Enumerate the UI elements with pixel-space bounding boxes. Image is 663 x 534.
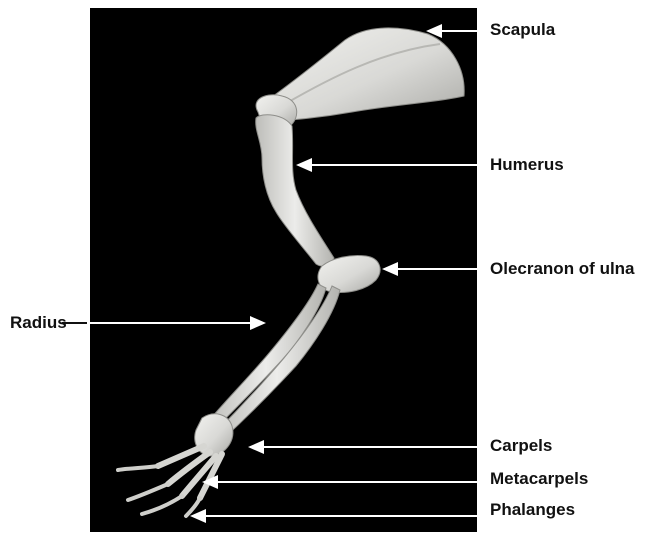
metacarpels-label: Metacarpels — [490, 469, 588, 489]
humerus-label: Humerus — [490, 155, 564, 175]
scapula-label: Scapula — [490, 20, 555, 40]
phalanges-label: Phalanges — [490, 500, 575, 520]
radius-label: Radius — [10, 313, 67, 333]
carpels-label: Carpels — [490, 436, 552, 456]
olecranon-label: Olecranon of ulna — [490, 259, 635, 279]
